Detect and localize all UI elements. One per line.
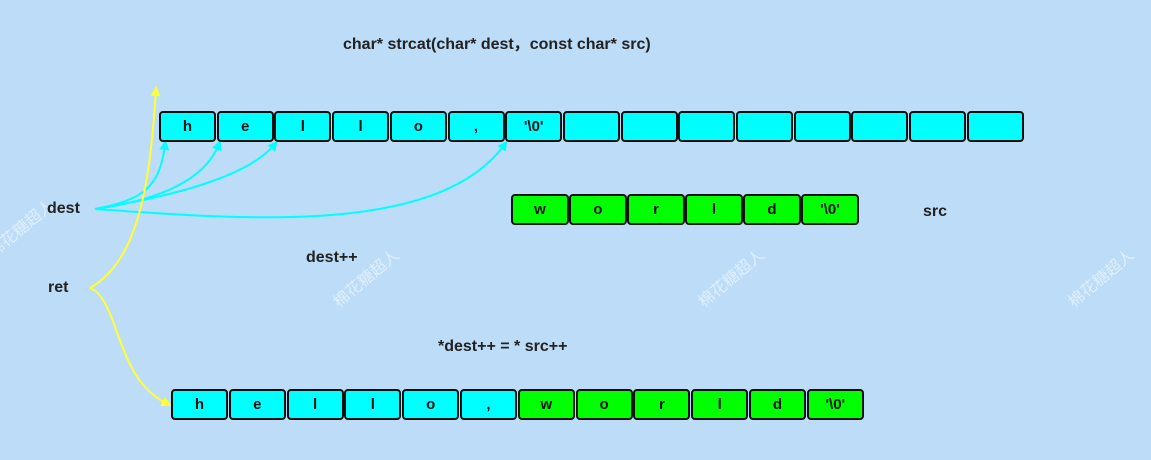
dest-increment-label: dest++	[306, 249, 358, 266]
ret-arrow-top	[89, 86, 161, 289]
dest-label: dest	[47, 200, 80, 217]
ret-arrow-bottom	[89, 287, 172, 407]
result-cell: e	[228, 389, 286, 420]
dest-cell: e	[216, 111, 274, 142]
dest-cell	[909, 111, 967, 142]
src-cell: o	[569, 194, 627, 225]
dest-arrow-h	[94, 140, 170, 210]
dest-cell	[562, 111, 620, 142]
dest-cell: h	[159, 111, 216, 142]
result-cell: r	[633, 389, 691, 420]
dest-cell	[851, 111, 909, 142]
result-cell: d	[749, 389, 806, 420]
dest-cell	[966, 111, 1024, 142]
src-cell: l	[685, 194, 743, 225]
dest-cell	[678, 111, 736, 142]
dest-cell: ,	[447, 111, 505, 142]
dest-arrow-null	[94, 140, 508, 219]
result-cell: l	[344, 389, 402, 420]
src-label: src	[923, 203, 948, 220]
result-cell: o	[402, 389, 460, 420]
ret-label: ret	[48, 279, 69, 296]
result-cell: l	[691, 389, 749, 420]
dest-cell	[736, 111, 793, 142]
result-cell: o	[575, 389, 633, 420]
dest-arrow-l	[94, 140, 278, 210]
result-cell: ,	[460, 389, 517, 420]
diagram-title: char* strcat(char* dest，const char* src)	[343, 36, 651, 53]
dest-cell: l	[332, 111, 390, 142]
dest-cell: o	[389, 111, 447, 142]
result-cell: '\0'	[806, 389, 864, 420]
result-cell: l	[286, 389, 344, 420]
src-cell: w	[511, 194, 569, 225]
dest-cell: '\0'	[505, 111, 563, 142]
src-cell: d	[743, 194, 801, 225]
src-cell: r	[627, 194, 685, 225]
result-cell: h	[171, 389, 228, 420]
result-cell: w	[517, 389, 575, 420]
dest-cell	[793, 111, 851, 142]
src-cell: '\0'	[801, 194, 859, 225]
dest-cell	[620, 111, 678, 142]
copy-expression: *dest++ = * src++	[438, 338, 568, 355]
dest-cell: l	[274, 111, 332, 142]
